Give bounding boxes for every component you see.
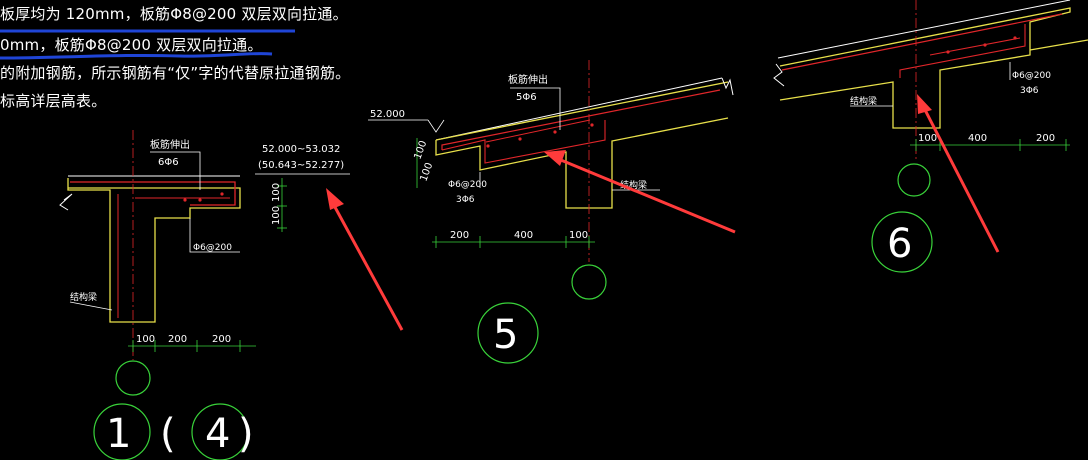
break-symbol [773,63,785,87]
paren-open: ( [160,411,176,457]
rebar-bottom [441,120,606,164]
dim-h2: 200 [168,334,187,345]
note-line-4: 标高详层高表。 [0,92,107,110]
label-bottom-qty: 3Φ6 [1020,86,1039,96]
slab-top-line [435,77,723,141]
axis-bubble [897,163,931,197]
detail-number-circle-5 [477,302,539,364]
rebar-dot [946,50,950,54]
label-leader [150,151,201,190]
elevation-value: 52.000 [370,109,405,120]
label-slab-extend: 板筋伸出 [508,73,548,86]
rebar-dot [983,43,987,47]
dim-h3: 100 [569,230,588,241]
arrow-line [328,197,404,331]
label-beam: 结构梁 [70,291,97,303]
detail-number-circle-4 [191,403,249,460]
dim-h2: 400 [514,230,533,241]
rebar-bottom [899,24,1026,78]
slab-outline-top [435,81,729,141]
label-stirrup: Φ6@200 [193,243,232,253]
detail-1-4: 板筋伸出 6Φ6 Φ6@200 结构梁 52.000~53.032 (50.64… [59,130,350,460]
rebar-dot [220,192,224,196]
dim-v1: 100 [412,139,429,161]
rebar-top [70,181,236,206]
dim-v2: 100 [271,206,282,225]
rebar-mid [929,37,1021,56]
arrow-line [920,103,1000,253]
dim-h1: 100 [918,133,937,144]
break-symbol [721,77,734,96]
elevation-range-alt: (50.643~52.277) [258,160,344,171]
axis-bubble [571,264,607,300]
dim-h3: 200 [1036,133,1055,144]
dim-v2: 100 [418,161,435,183]
detail-number-circle-6 [871,211,933,273]
label-slab-qty: 5Φ6 [516,92,537,103]
arrow-line [555,156,736,234]
arrow-head [544,150,566,166]
label-stirrup: Φ6@200 [448,180,487,190]
rebar-mid [485,119,591,143]
slab-top-line [777,0,1071,59]
label-leader [510,87,561,130]
arrow-head [326,188,344,210]
highlight-underline-2 [0,52,273,60]
rebar-dot [518,137,522,141]
rebar-top [781,13,1063,71]
dim-h3: 200 [212,334,231,345]
paren-close: ) [238,411,254,457]
dim-h2: 400 [968,133,987,144]
break-symbol [59,193,73,211]
detail-number-circle-1 [93,403,151,460]
elevation-range: 52.000~53.032 [262,144,340,155]
dim-h1: 100 [136,334,155,345]
detail-number-6: 6 [887,221,912,267]
beam-section-outline [779,7,1071,129]
rebar-dot [486,144,490,148]
detail-number-1: 1 [106,411,131,457]
rebar-dot [590,123,594,127]
label-beam: 结构梁 [850,95,877,107]
rebar-dot [1013,36,1017,40]
label-bottom-qty: 3Φ6 [456,195,475,205]
rebar-dot [553,130,557,134]
beam-section-outline [67,178,241,323]
label-stirrup: Φ6@200 [1012,71,1051,81]
detail-5: 52.000 板筋伸出 5Φ6 Φ6@200 3Φ6 结构梁 100 100 2… [368,60,734,364]
detail-6: Φ6@200 3Φ6 结构梁 100 400 200 6 [773,0,1088,273]
beam-section-outline [435,117,729,209]
note-line-2: 0mm，板筋Φ8@200 双层双向拉通。 [0,36,263,54]
rebar-top [441,89,721,150]
arrow-head [917,94,932,114]
note-line-3: 的附加钢筋，所示钢筋有“仅”字的代替原拉通钢筋。 [0,64,351,82]
label-slab-qty: 6Φ6 [158,157,179,168]
dim-h1: 200 [450,230,469,241]
detail-number-5: 5 [493,312,518,358]
note-line-1: 板厚均为 120mm，板筋Φ8@200 双层双向拉通。 [0,5,348,23]
annotation-arrows [326,94,1000,331]
rebar-dot [198,198,202,202]
label-slab-extend: 板筋伸出 [150,138,190,151]
rebar-dot [183,198,187,202]
dim-v1: 100 [271,183,282,202]
stirrup-leader [189,218,240,253]
elevation-symbol [427,119,445,133]
beam-leader [69,301,113,311]
axis-bubble [115,360,151,396]
detail-number-4: 4 [205,411,230,457]
slab-outline-right [1029,39,1088,51]
